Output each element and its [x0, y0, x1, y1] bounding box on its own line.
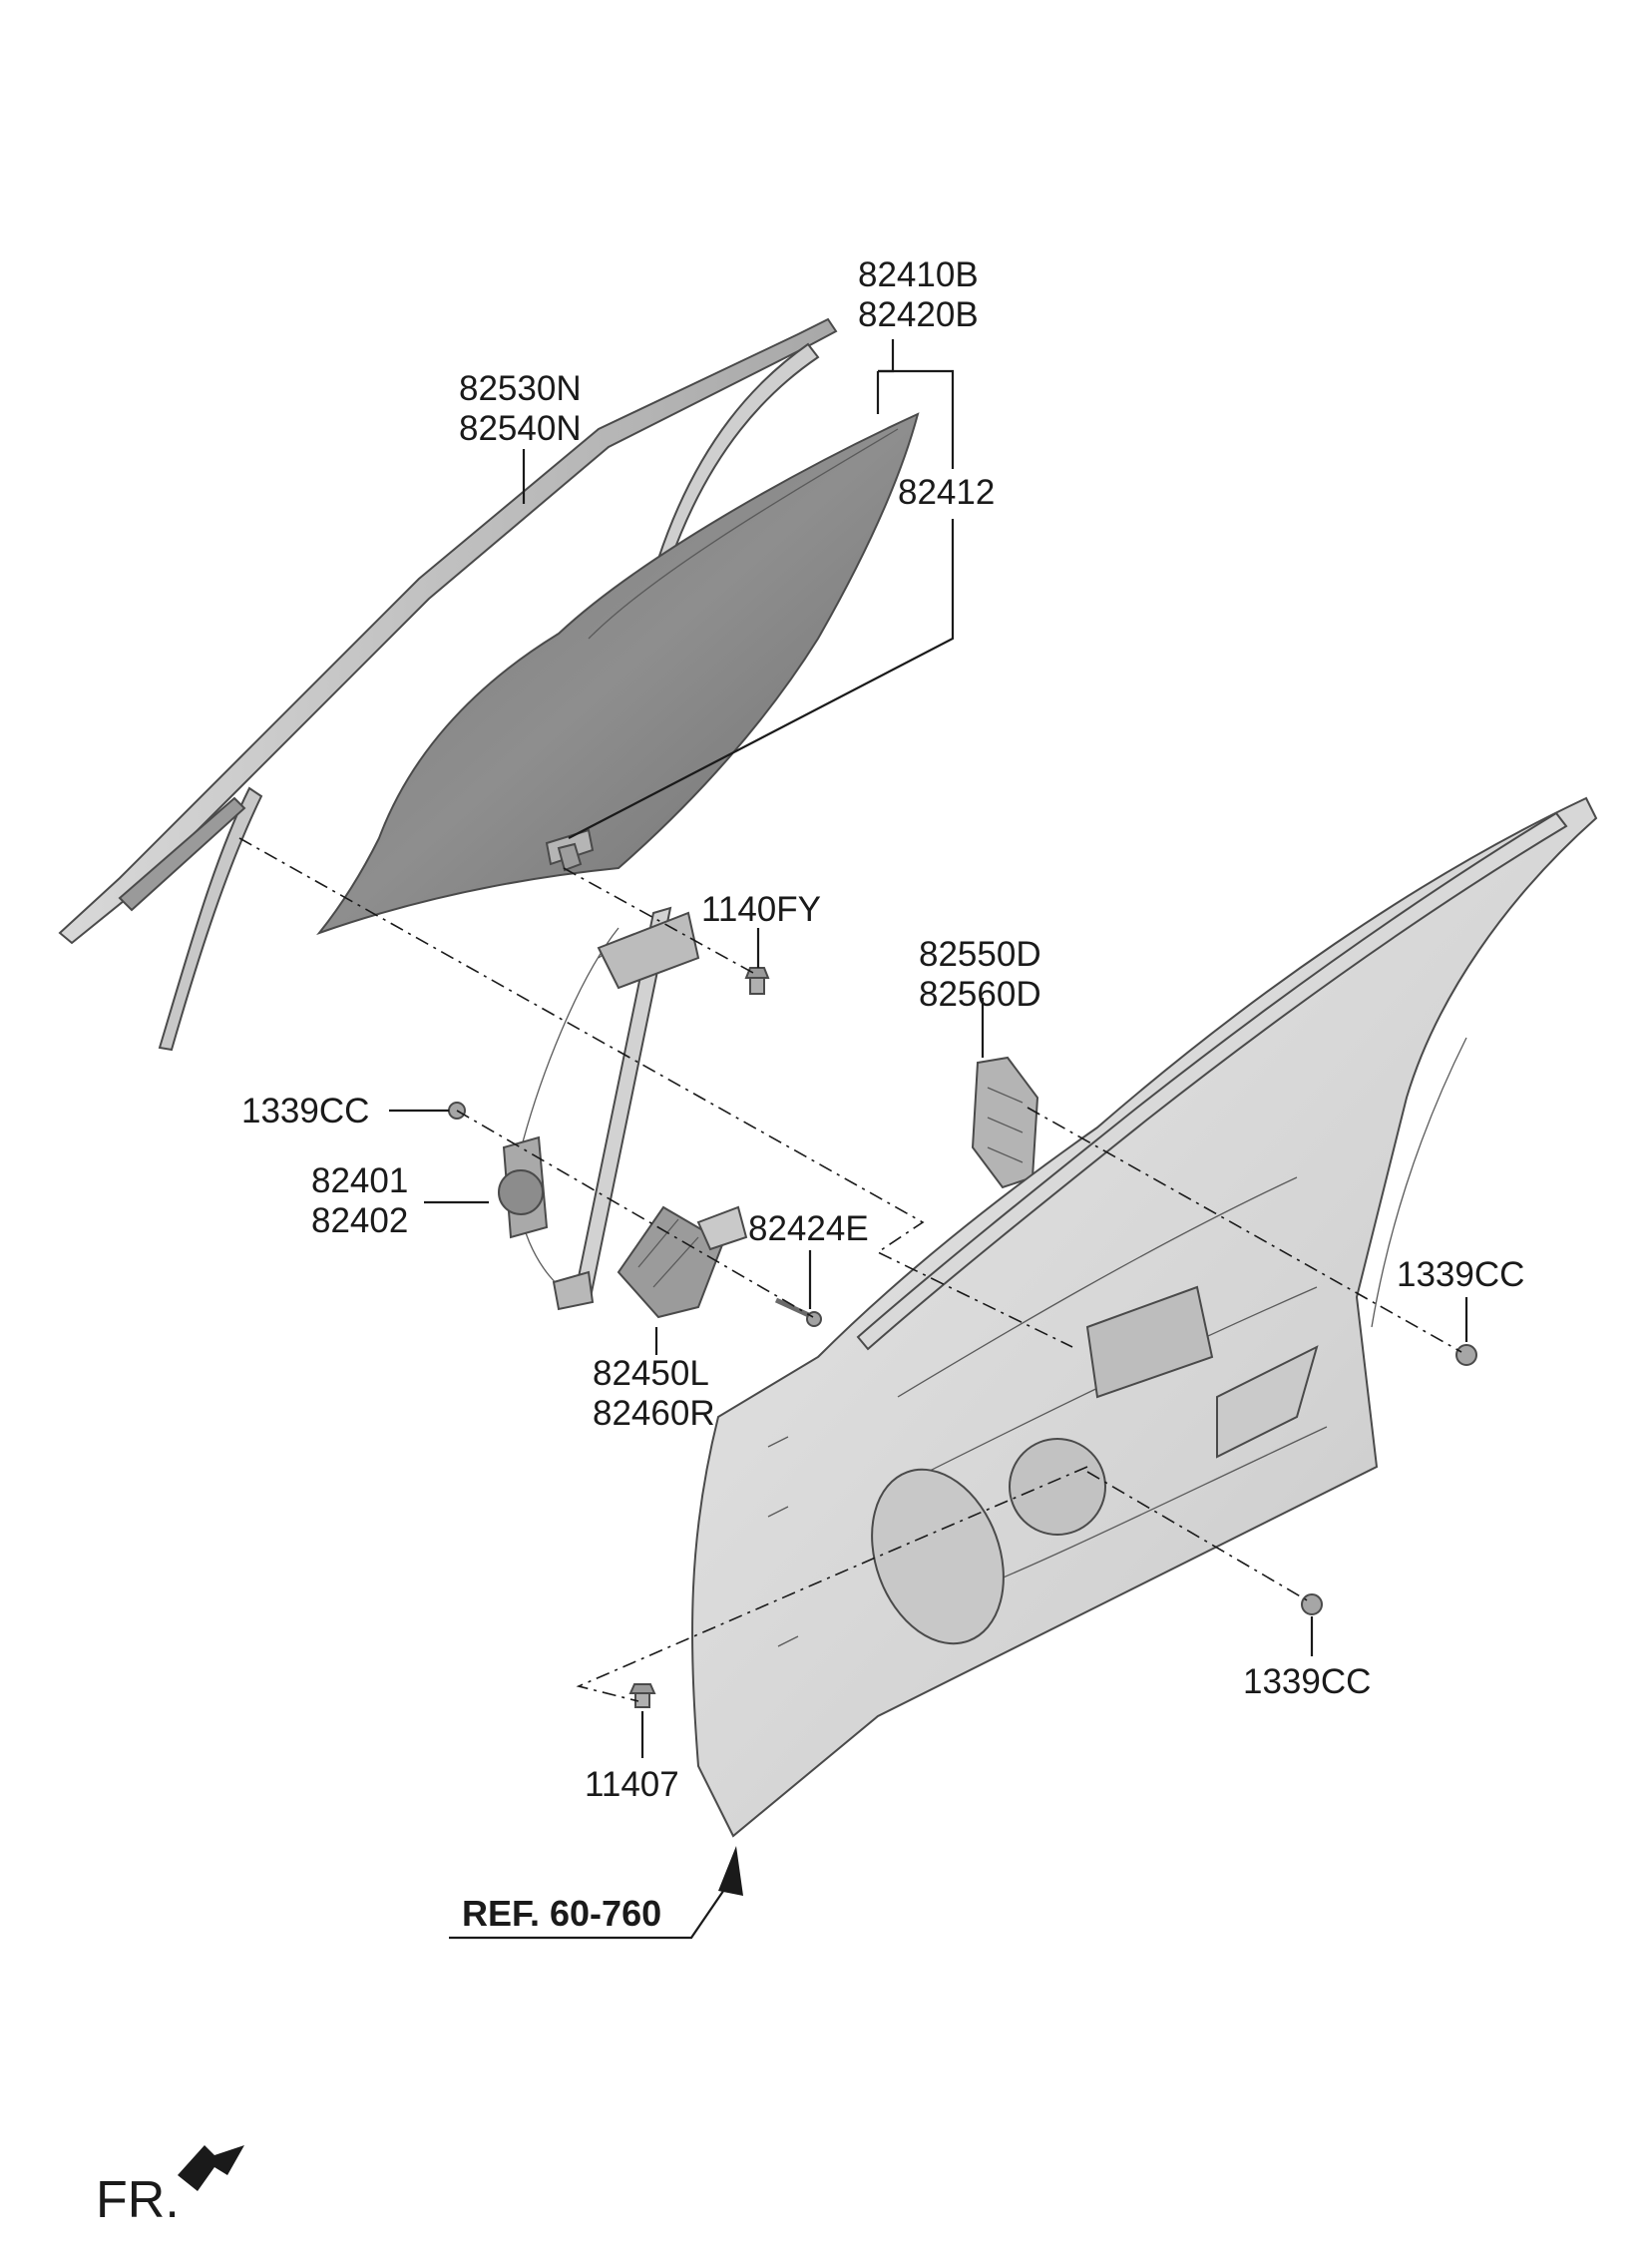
front-label: FR.	[96, 2171, 180, 2229]
label-82530n: 82530N	[459, 369, 582, 408]
nut-1339cc-right	[1455, 1344, 1477, 1366]
ref-arrow-head	[718, 1846, 743, 1896]
front-direction-indicator: FR.	[96, 2145, 244, 2229]
front-arrow-icon	[178, 2145, 244, 2191]
label-1140fy: 1140FY	[701, 890, 821, 929]
regulator-motor	[617, 1205, 748, 1319]
glass-run-channel	[58, 317, 838, 1052]
door-inner-panel	[691, 796, 1598, 1838]
nut-1339cc-bottom	[1301, 1593, 1323, 1615]
label-82460r: 82460R	[593, 1394, 715, 1433]
stud-82424e	[774, 1297, 822, 1327]
label-82402: 82402	[311, 1201, 408, 1240]
part-labels: 82410B 82420B 82530N 82540N 82412 1140FY…	[241, 255, 1524, 1804]
assembly-lines	[238, 837, 1462, 1702]
label-82560d: 82560D	[919, 975, 1041, 1014]
glass-run-bracket	[971, 1056, 1039, 1189]
label-11407: 11407	[585, 1765, 679, 1804]
label-1339cc-bottom: 1339CC	[1243, 1662, 1371, 1701]
label-82410b: 82410B	[858, 255, 979, 294]
label-82540n: 82540N	[459, 409, 582, 448]
label-82550d: 82550D	[919, 935, 1041, 974]
label-82412: 82412	[898, 473, 995, 512]
label-82424e: 82424E	[748, 1209, 869, 1248]
glass-clip	[545, 828, 595, 872]
leader-lines	[389, 339, 1468, 1940]
label-82401: 82401	[311, 1161, 408, 1200]
label-82420b: 82420B	[858, 295, 979, 334]
label-1339cc-left: 1339CC	[241, 1092, 369, 1130]
reference-label: REF. 60-760	[462, 1893, 661, 1934]
label-1339cc-right: 1339CC	[1397, 1255, 1524, 1294]
bolt-1140fy	[744, 967, 770, 995]
door-glass	[316, 412, 920, 936]
window-regulator	[498, 906, 700, 1311]
label-82450l: 82450L	[593, 1354, 709, 1393]
bolt-11407	[628, 1683, 656, 1708]
